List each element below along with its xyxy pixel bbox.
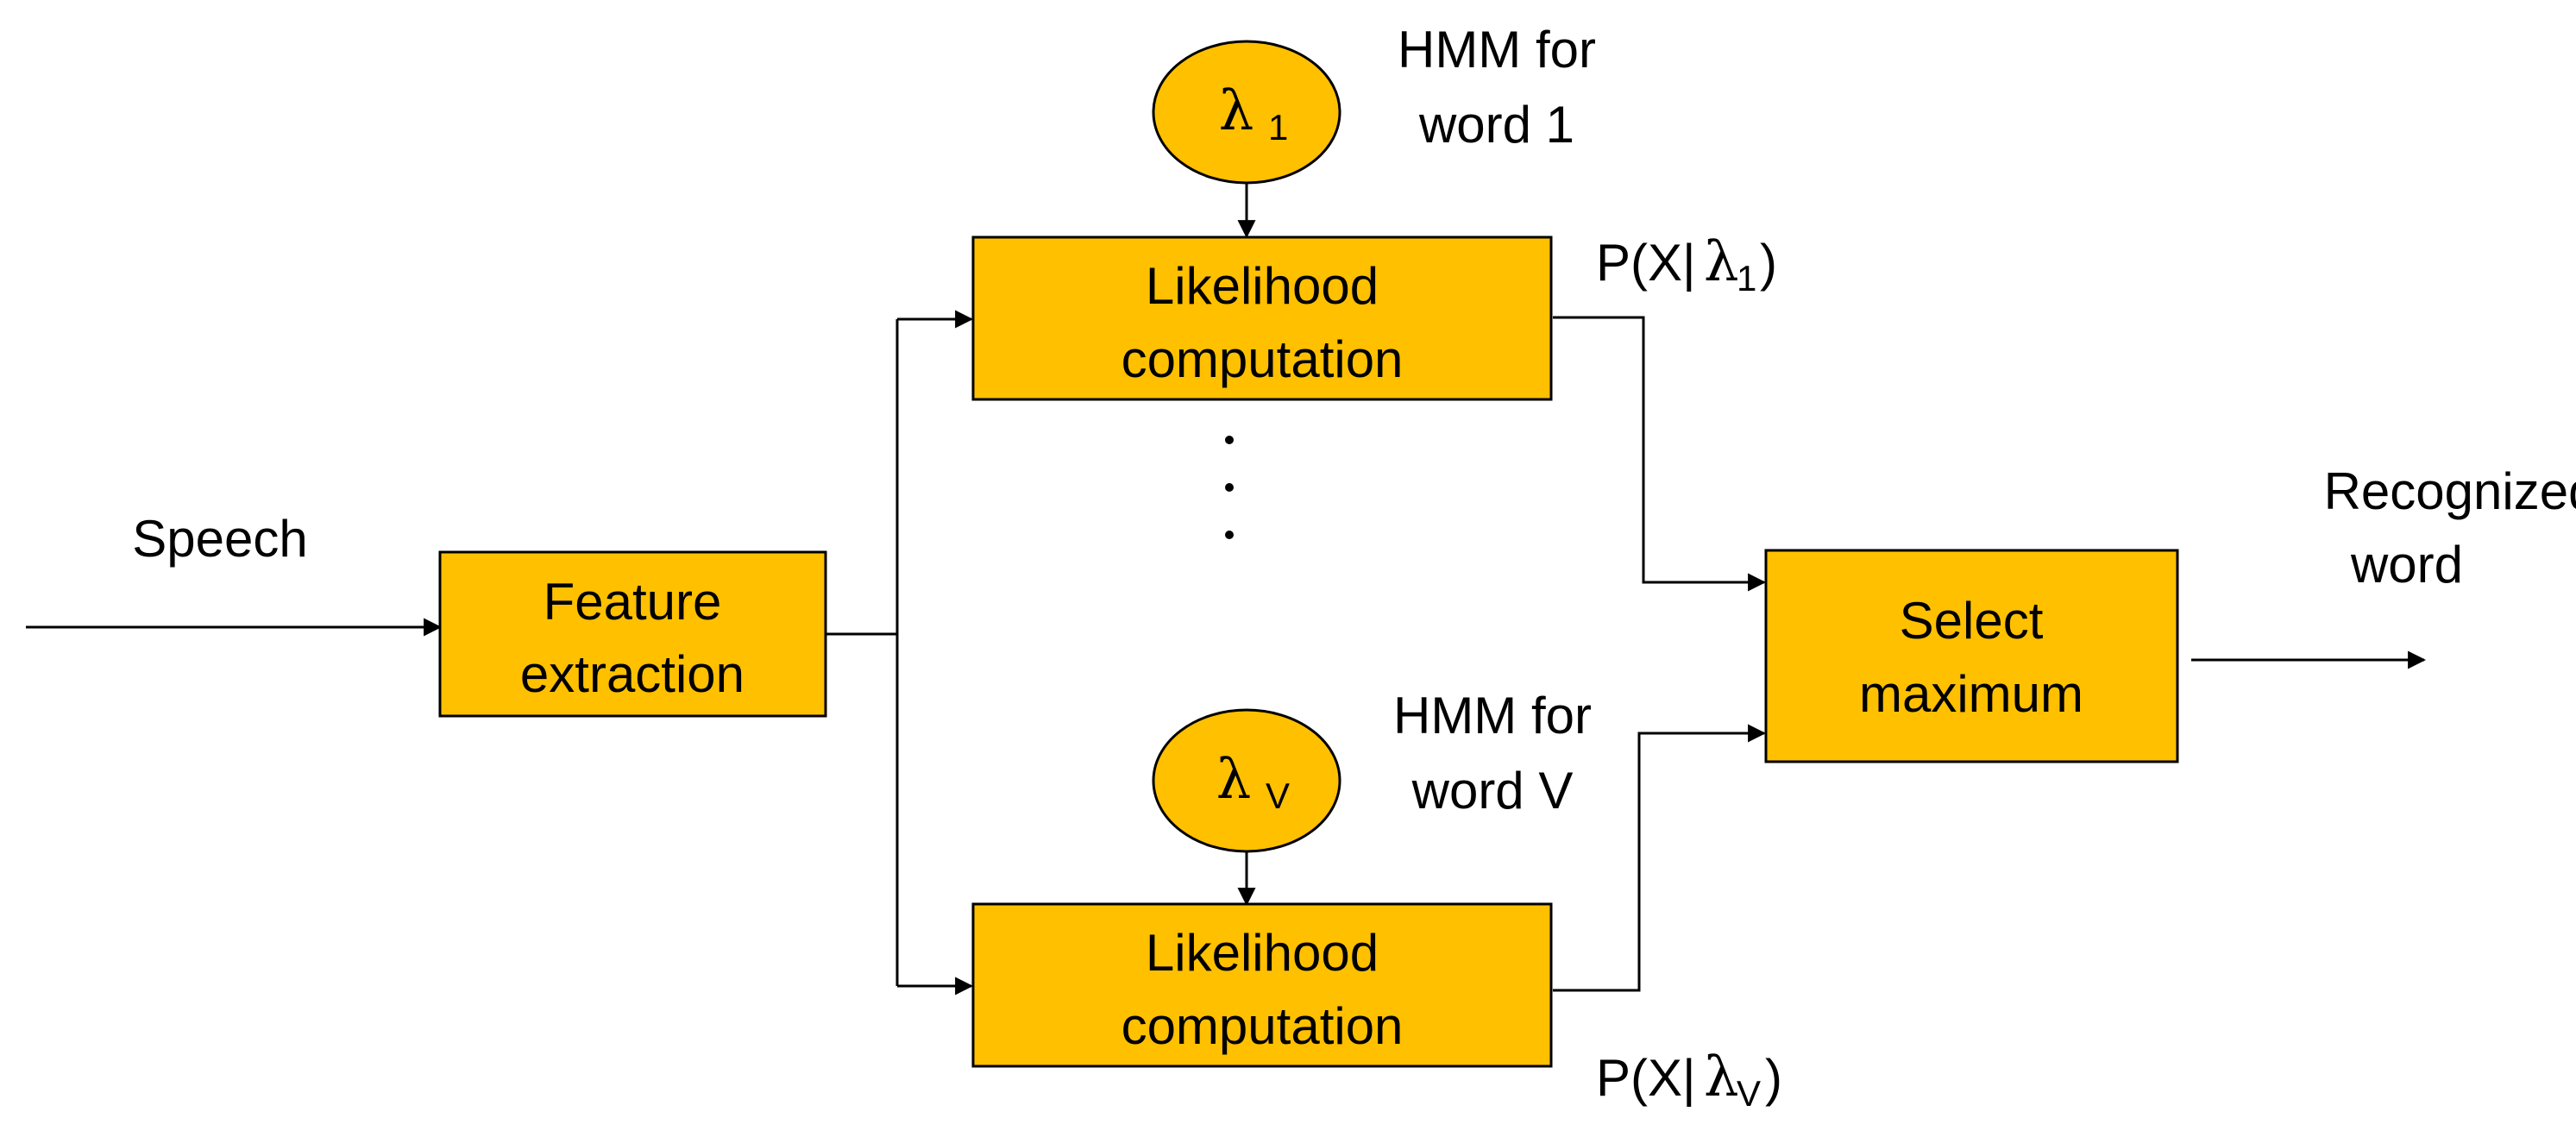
lambda-subscript: 1 [1268,107,1288,148]
likelihood-bottom-line1: Likelihood [1146,924,1379,982]
probability-bottom-suffix: ) [1765,1049,1782,1107]
feature-block-line1: Feature [543,573,722,631]
hmm-model-1-caption-line2: word 1 [1418,96,1574,154]
likelihood-top-line2: computation [1122,330,1404,388]
select-maximum-block: Select maximum [1764,549,2179,763]
lambda-symbol: λ [1219,79,1254,143]
vertical-ellipsis [1225,436,1234,539]
lambda-symbol: λ [1704,230,1739,294]
likelihood-top-line1: Likelihood [1146,257,1379,315]
lambda-symbol: λ [1216,748,1252,812]
feature-extraction-block: Feature extraction [438,550,827,718]
likelihood-top-to-select-arrow [1553,316,1767,592]
hmm-model-v-circle: λ V [1152,708,1341,853]
hmm-model-1-caption-line1: HMM for [1398,21,1596,79]
select-block-line1: Select [1900,592,2044,650]
probability-label-bottom: P(X| λ V ) [1596,1046,1782,1114]
select-block-line2: maximum [1859,665,2083,723]
feature-block-line2: extraction [520,645,745,703]
lambda-symbol: λ [1704,1046,1739,1109]
likelihood-bottom-to-select-arrow [1553,724,1767,992]
hmm-model-v-caption-line1: HMM for [1393,687,1592,744]
hmm-model-1-circle: λ 1 [1152,40,1341,185]
likelihood-block-top: Likelihood computation [971,236,1553,401]
lambda-subscript: 1 [1737,258,1756,298]
lambda-subscript: V [1266,776,1290,816]
recognized-word-line1: Recognized [2324,462,2576,520]
probability-label-top: P(X| λ 1 ) [1596,230,1777,298]
likelihood-block-bottom: Likelihood computation [971,902,1553,1068]
speech-label: Speech [132,510,308,568]
lambda-subscript: V [1737,1073,1761,1114]
probability-top-prefix: P(X| [1596,234,1696,292]
hmm-model-v-caption-line2: word V [1411,762,1574,820]
probability-bottom-prefix: P(X| [1596,1049,1696,1107]
probability-top-suffix: ) [1760,234,1777,292]
likelihood-bottom-line2: computation [1122,997,1404,1055]
recognized-word-line2: word [2350,536,2463,593]
